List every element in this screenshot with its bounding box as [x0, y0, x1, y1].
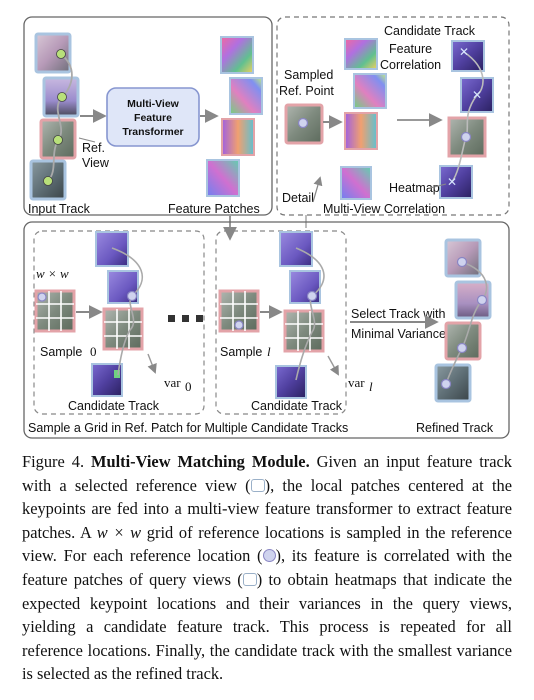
var0-subscript: 0 — [185, 379, 192, 394]
varl-label: var — [348, 375, 365, 390]
reference-location-symbol — [262, 549, 276, 563]
correlation-feature-stack — [340, 38, 387, 200]
svg-text:✕: ✕ — [459, 45, 469, 59]
reference-point-marker — [297, 117, 309, 129]
correlation-candidate-label: Candidate Track — [384, 24, 476, 38]
input-track-title: Input Track — [28, 202, 91, 216]
input-panel-frame — [23, 16, 273, 216]
caption-grid-math: w × w — [96, 522, 142, 542]
caption-part3: grid of reference locations is sampled i… — [22, 522, 513, 566]
refined-title: Refined Track — [416, 421, 494, 435]
ref-view-label-line1: Ref. — [82, 141, 105, 155]
samplel-index: l — [267, 344, 271, 359]
caption-part1: Given an input feature track with a sele… — [22, 452, 512, 495]
query-view-symbol — [242, 572, 257, 586]
detail-label: Detail — [282, 191, 314, 205]
sample0-correlation-grid — [102, 307, 144, 351]
svg-text:✕: ✕ — [447, 175, 457, 189]
sampled-point-line1: Sampled — [284, 68, 333, 82]
select-label-line2: Minimal Variance — [351, 327, 446, 341]
samplel-grid — [218, 289, 260, 333]
select-label-line1: Select Track with — [351, 307, 446, 321]
input-track — [29, 32, 80, 201]
heatmap-label: Heatmap — [389, 181, 440, 195]
ellipsis-dots — [168, 315, 203, 322]
track-curve — [47, 53, 73, 182]
refined-track — [434, 238, 492, 403]
samplel-candidate-track — [275, 231, 325, 399]
feature-patches-title: Feature Patches — [168, 202, 260, 216]
figure-diagram: Ref. View Multi-View Feature Transformer… — [23, 16, 510, 439]
heatmap-candidate-track: ✕ ✕ ✕ — [439, 40, 494, 199]
sample0-candidate-track — [91, 231, 143, 397]
varl-subscript: l — [369, 379, 373, 394]
var0-label: var — [164, 375, 181, 390]
feature-correlation-line2: Correlation — [380, 58, 441, 72]
sample0-candidate-label: Candidate Track — [68, 399, 160, 413]
sample0-grid — [34, 289, 76, 333]
transformer-label-line1: Multi-View — [127, 98, 180, 110]
samplel-candidate-label: Candidate Track — [251, 399, 343, 413]
sample0-label: Sample — [40, 345, 82, 359]
caption-title: Multi-View Matching Module. — [91, 452, 310, 471]
samplel-correlation-grid — [283, 309, 325, 353]
caption-part4: ), its feature is correlated with the fe… — [22, 546, 513, 589]
transformer-label-line2: Feature — [134, 112, 172, 124]
caption-part2: ), the local patches centered at the key… — [22, 475, 512, 542]
keypoint — [43, 176, 53, 186]
track-patch — [34, 32, 72, 74]
caption-part5: ) to obtain heatmaps that indicate the e… — [22, 569, 512, 684]
correlation-panel-frame — [276, 16, 510, 216]
caption-lead: Figure 4. — [22, 452, 85, 471]
feature-correlation-line1: Feature — [389, 42, 432, 56]
samplel-label: Sample — [220, 345, 262, 359]
feature-transformer-box — [106, 87, 200, 147]
svg-text:✕: ✕ — [472, 88, 482, 102]
sampling-panel-frame — [23, 221, 510, 439]
keypoint — [57, 92, 67, 102]
keypoint — [56, 49, 66, 59]
keypoint — [53, 135, 63, 145]
sample0-index: 0 — [90, 344, 97, 359]
feature-patches — [206, 36, 263, 197]
correlation-title: Multi-View Correlation — [323, 202, 445, 216]
grid-size-label: w × w — [36, 266, 69, 281]
ref-view-pointer — [78, 137, 96, 143]
sampling-title: Sample a Grid in Ref. Patch for Multiple… — [28, 421, 348, 435]
figure-caption: Figure 4. Multi-View Matching Module. Gi… — [22, 450, 512, 686]
transformer-label-line3: Transformer — [122, 126, 183, 138]
ref-view-label-line2: View — [82, 156, 110, 170]
sampled-point-line2: Ref. Point — [279, 84, 334, 98]
reference-view-symbol — [250, 478, 265, 492]
